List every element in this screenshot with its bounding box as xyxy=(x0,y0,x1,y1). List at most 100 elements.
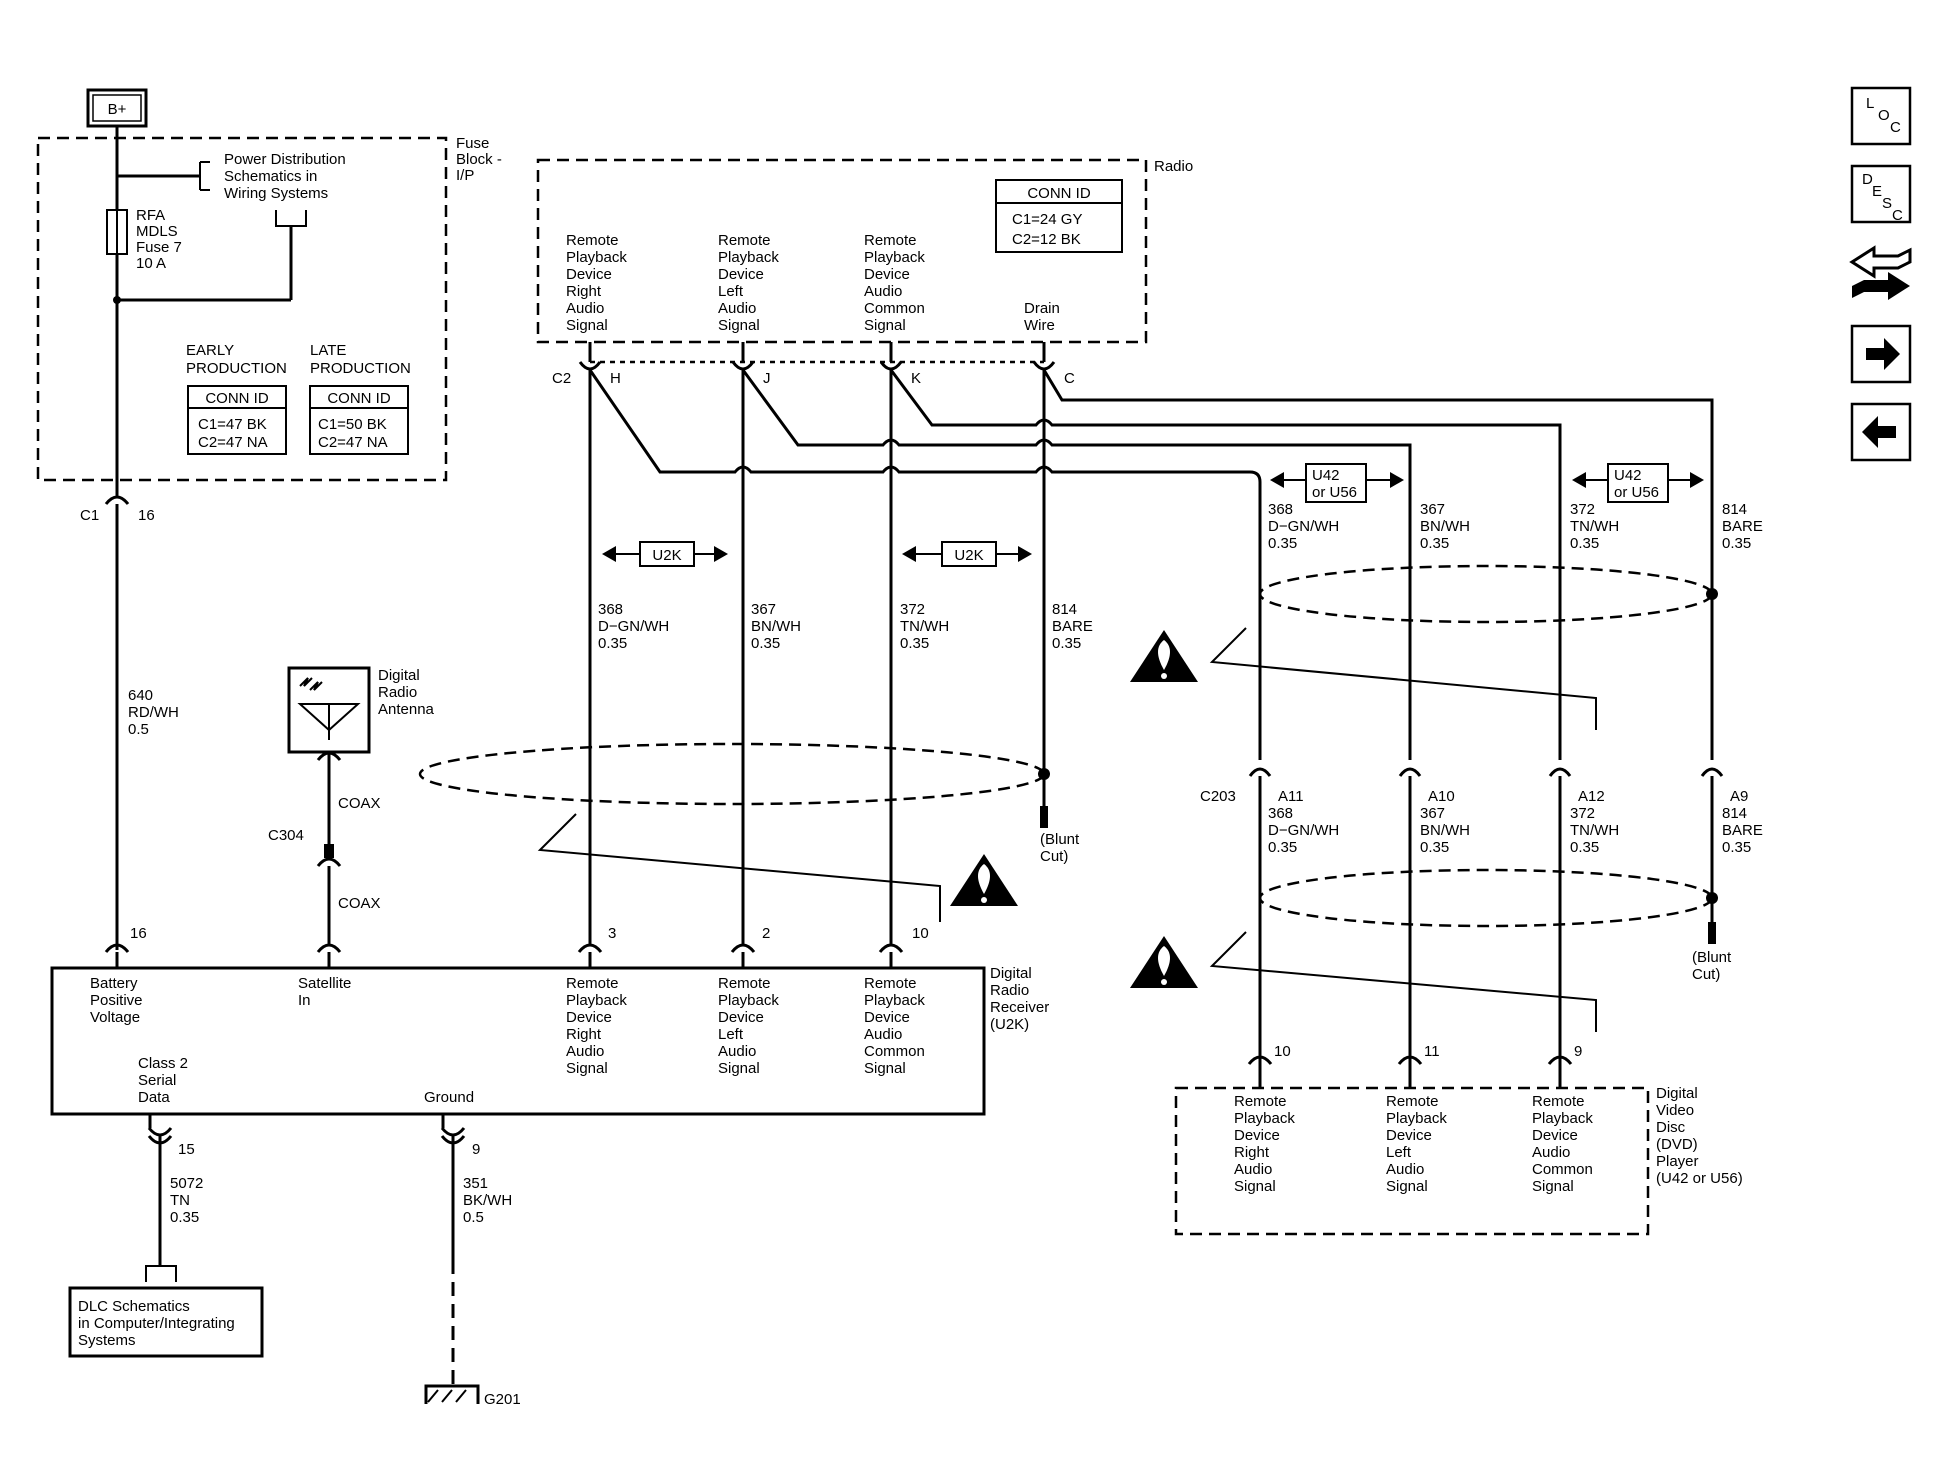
svg-text:C1=50 BK: C1=50 BK xyxy=(318,416,387,433)
svg-text:or U56: or U56 xyxy=(1312,484,1357,501)
twist-indicator-right-lower xyxy=(1209,931,1597,1032)
wire-368-left-label: 368 D−GN/WH 0.35 xyxy=(598,601,673,652)
radio-pin-left-audio: Remote Playback Device Left Audio Signal xyxy=(718,232,783,334)
dlc-ref-text: DLC Schematics in Computer/Integrating S… xyxy=(78,1298,239,1349)
location-button[interactable]: L O C xyxy=(1850,86,1912,146)
blunt-cut-left xyxy=(1040,806,1048,828)
shield-right-upper xyxy=(1258,564,1714,624)
svg-text:C: C xyxy=(1892,207,1903,224)
svg-text:B+: B+ xyxy=(108,101,127,118)
radio-c2-label: C2 xyxy=(552,370,571,387)
radio-pin-j: J xyxy=(763,370,771,387)
c203-pin-a12: A12 372 TN/WH 0.35 xyxy=(1570,788,1623,856)
c203-label: C203 xyxy=(1200,788,1236,805)
wire-351-label: 351 BK/WH 0.5 xyxy=(463,1175,516,1226)
dvd-pin-10: 10 xyxy=(1274,1043,1291,1060)
radio-pin-right-audio: Remote Playback Device Right Audio Signa… xyxy=(566,232,631,334)
warning-icon xyxy=(950,854,1018,906)
warning-icon xyxy=(1130,630,1198,682)
dvd-pin-left-audio: Remote Playback Device Left Audio Signal xyxy=(1386,1093,1451,1195)
receiver-pin-class2: Class 2 Serial Data xyxy=(138,1055,192,1106)
dvd-outline xyxy=(1174,1086,1650,1236)
radio-c2-terminals xyxy=(578,361,1056,371)
svg-text:CONN ID: CONN ID xyxy=(205,390,269,407)
description-button[interactable]: D E S C xyxy=(1850,164,1912,224)
wire-372-right-label: 372 TN/WH 0.35 xyxy=(1570,501,1623,552)
radio-outline xyxy=(536,158,1148,344)
receiver-pin-16: 16 xyxy=(130,925,147,942)
fuse-block-outline xyxy=(36,136,448,482)
fuse-label: RFA MDLS Fuse 7 10 A xyxy=(136,207,186,272)
dvd-pin-11: 11 xyxy=(1424,1043,1440,1060)
receiver-pin-ground: Ground xyxy=(424,1089,474,1106)
next-arrow-button[interactable] xyxy=(1850,324,1912,384)
warning-icon xyxy=(1130,936,1198,988)
radio-pin-drain-wire: Drain Wire xyxy=(1024,300,1064,334)
c304-connector xyxy=(316,857,342,867)
receiver-pin-left-audio: Remote Playback Device Left Audio Signal xyxy=(718,975,783,1077)
wire-368-right-label: 368 D−GN/WH 0.35 xyxy=(1268,501,1343,552)
wire-367-right-label: 367 BN/WH 0.35 xyxy=(1420,501,1474,552)
svg-text:U2K: U2K xyxy=(652,547,681,564)
wire-372-left-label: 372 TN/WH 0.35 xyxy=(900,601,953,652)
radio-pin-k: K xyxy=(911,370,921,387)
blunt-cut-right xyxy=(1708,922,1716,944)
receiver-terminal-15 xyxy=(147,1127,173,1137)
receiver-pin-satellite: Satellite In xyxy=(298,975,356,1009)
c203-pin-a9: A9 814 BARE 0.35 xyxy=(1722,788,1767,856)
conn-id-early: CONN ID C1=47 BK C2=47 NA xyxy=(187,385,287,455)
pdist-ref-text: Power Distribution Schematics in Wiring … xyxy=(224,151,350,202)
svg-text:U42: U42 xyxy=(1614,467,1642,484)
c304-label: C304 xyxy=(268,827,304,844)
wire-814-right-label: 814 BARE 0.35 xyxy=(1722,501,1767,552)
receiver-pin-right-audio: Remote Playback Device Right Audio Signa… xyxy=(566,975,631,1077)
antenna-icon xyxy=(287,666,371,754)
c1-connector xyxy=(104,495,130,505)
c203-pin-a11: A11 368 D−GN/WH 0.35 xyxy=(1268,788,1343,856)
svg-text:C: C xyxy=(1890,119,1901,136)
wire-367-to-dvd xyxy=(741,369,1412,760)
wire-372-to-dvd xyxy=(889,369,1562,760)
u42-option-left: U42 or U56 xyxy=(1270,463,1404,503)
receiver-terminal-9 xyxy=(440,1127,466,1137)
wire-814-left-label: 814 BARE 0.35 xyxy=(1052,601,1097,652)
fuse-block-title: Fuse Block - I/P xyxy=(456,135,506,184)
c1-pin: 16 xyxy=(138,507,155,524)
dvd-pin-common-audio: Remote Playback Device Audio Common Sign… xyxy=(1532,1093,1597,1195)
connector-swap-icon[interactable] xyxy=(1849,245,1912,300)
svg-text:S: S xyxy=(1882,195,1892,212)
previous-arrow-button[interactable] xyxy=(1850,402,1912,462)
receiver-pin-15: 15 xyxy=(178,1141,195,1158)
svg-text:C2=47 NA: C2=47 NA xyxy=(318,434,388,451)
coax-lower-label: COAX xyxy=(338,895,381,912)
twist-indicator-left xyxy=(537,813,941,922)
pdist-ref-bracket-lower xyxy=(275,210,307,227)
svg-text:U2K: U2K xyxy=(954,547,983,564)
radio-pin-c: C xyxy=(1064,370,1075,387)
blunt-cut-right-label: (Blunt Cut) xyxy=(1692,949,1735,983)
svg-text:O: O xyxy=(1878,107,1890,124)
battery-positive-label: B+ xyxy=(86,88,148,128)
blunt-cut-left-label: (Blunt Cut) xyxy=(1040,831,1083,865)
svg-text:CONN ID: CONN ID xyxy=(327,390,391,407)
radio-pin-h: H xyxy=(610,370,621,387)
wire-367-left-label: 367 BN/WH 0.35 xyxy=(751,601,805,652)
wire-368-to-dvd xyxy=(588,369,1262,760)
c1-label: C1 xyxy=(80,507,99,524)
c203-connector xyxy=(1248,767,1724,777)
radio-title: Radio xyxy=(1154,158,1193,175)
u2k-option-right: U2K xyxy=(902,541,1032,567)
ground-g201-label: G201 xyxy=(484,1391,521,1408)
wire-640-label: 640 RD/WH 0.5 xyxy=(128,687,183,738)
svg-text:E: E xyxy=(1872,183,1882,200)
antenna-title: Digital Radio Antenna xyxy=(378,667,435,718)
receiver-title: Digital Radio Receiver (U2K) xyxy=(990,965,1053,1033)
c203-pin-a10: A10 367 BN/WH 0.35 xyxy=(1420,788,1474,856)
u2k-option-left: U2K xyxy=(602,541,728,567)
u42-option-right: U42 or U56 xyxy=(1572,463,1704,503)
shield-left xyxy=(418,742,1046,806)
dlc-ref-bracket xyxy=(145,1265,177,1282)
receiver-outline xyxy=(50,966,986,1116)
wire-814-to-dvd xyxy=(1042,369,1714,760)
